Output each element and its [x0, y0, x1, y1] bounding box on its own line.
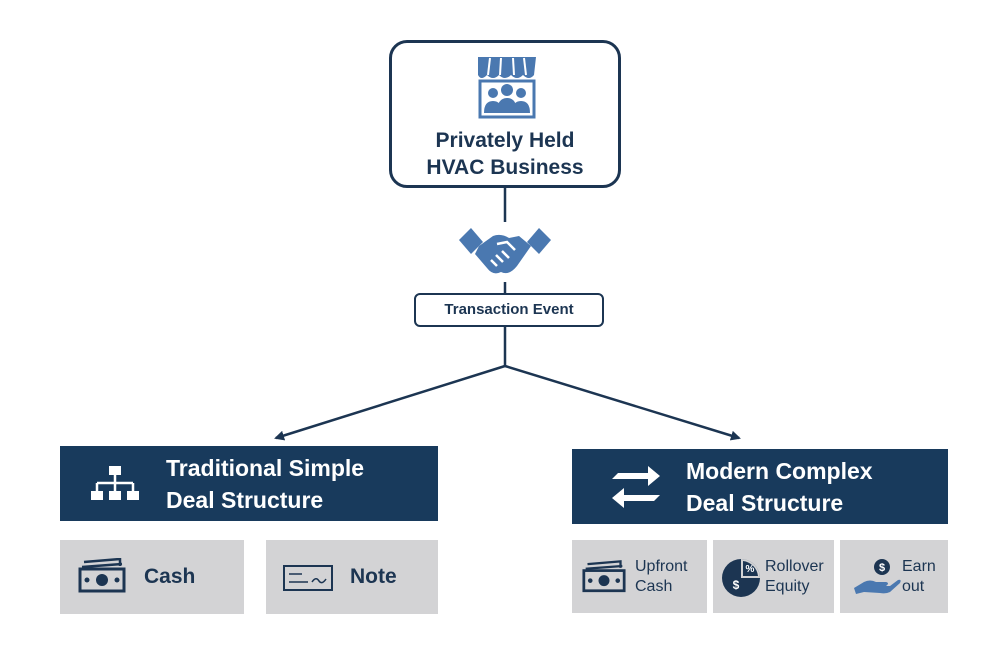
traditional-deal-header: Traditional Simple Deal Structure [60, 446, 438, 521]
traditional-deal-title: Traditional Simple Deal Structure [166, 455, 365, 513]
svg-text:$: $ [733, 578, 740, 592]
rollover-equity-label: Rollover Equity [765, 558, 824, 595]
upfront-cash-label: Upfront Cash [635, 558, 688, 595]
handshake-icon [459, 228, 551, 274]
check-icon [283, 565, 333, 591]
cash-icon [78, 558, 126, 593]
arrow-to-traditional [274, 364, 506, 441]
earn-out-option-tile: $ Earn out [840, 540, 948, 613]
modern-deal-header: Modern Complex Deal Structure [572, 449, 948, 524]
svg-text:%: % [746, 564, 755, 575]
note-label: Note [350, 565, 397, 588]
storefront-people-icon [476, 55, 538, 119]
transaction-event-box: Transaction Event [414, 293, 604, 327]
percent-dollar-icon: % $ [722, 559, 760, 597]
business-card: Privately Held HVAC Business [389, 40, 621, 188]
note-option-tile: Note [266, 540, 438, 614]
earn-out-label: Earn out [902, 558, 936, 595]
exchange-arrows-icon [612, 466, 660, 508]
modern-deal-title: Modern Complex Deal Structure [686, 458, 873, 516]
hand-coin-icon: $ [854, 559, 901, 594]
cash-icon [582, 560, 626, 593]
cash-option-tile: Cash [60, 540, 244, 614]
upfront-cash-option-tile: Upfront Cash [572, 540, 707, 613]
rollover-equity-option-tile: % $ Rollover Equity [713, 540, 834, 613]
svg-text:$: $ [879, 562, 885, 574]
org-chart-icon [91, 466, 139, 500]
business-title: Privately Held HVAC Business [426, 129, 584, 179]
arrow-to-modern [504, 364, 741, 441]
cash-label: Cash [144, 565, 196, 588]
